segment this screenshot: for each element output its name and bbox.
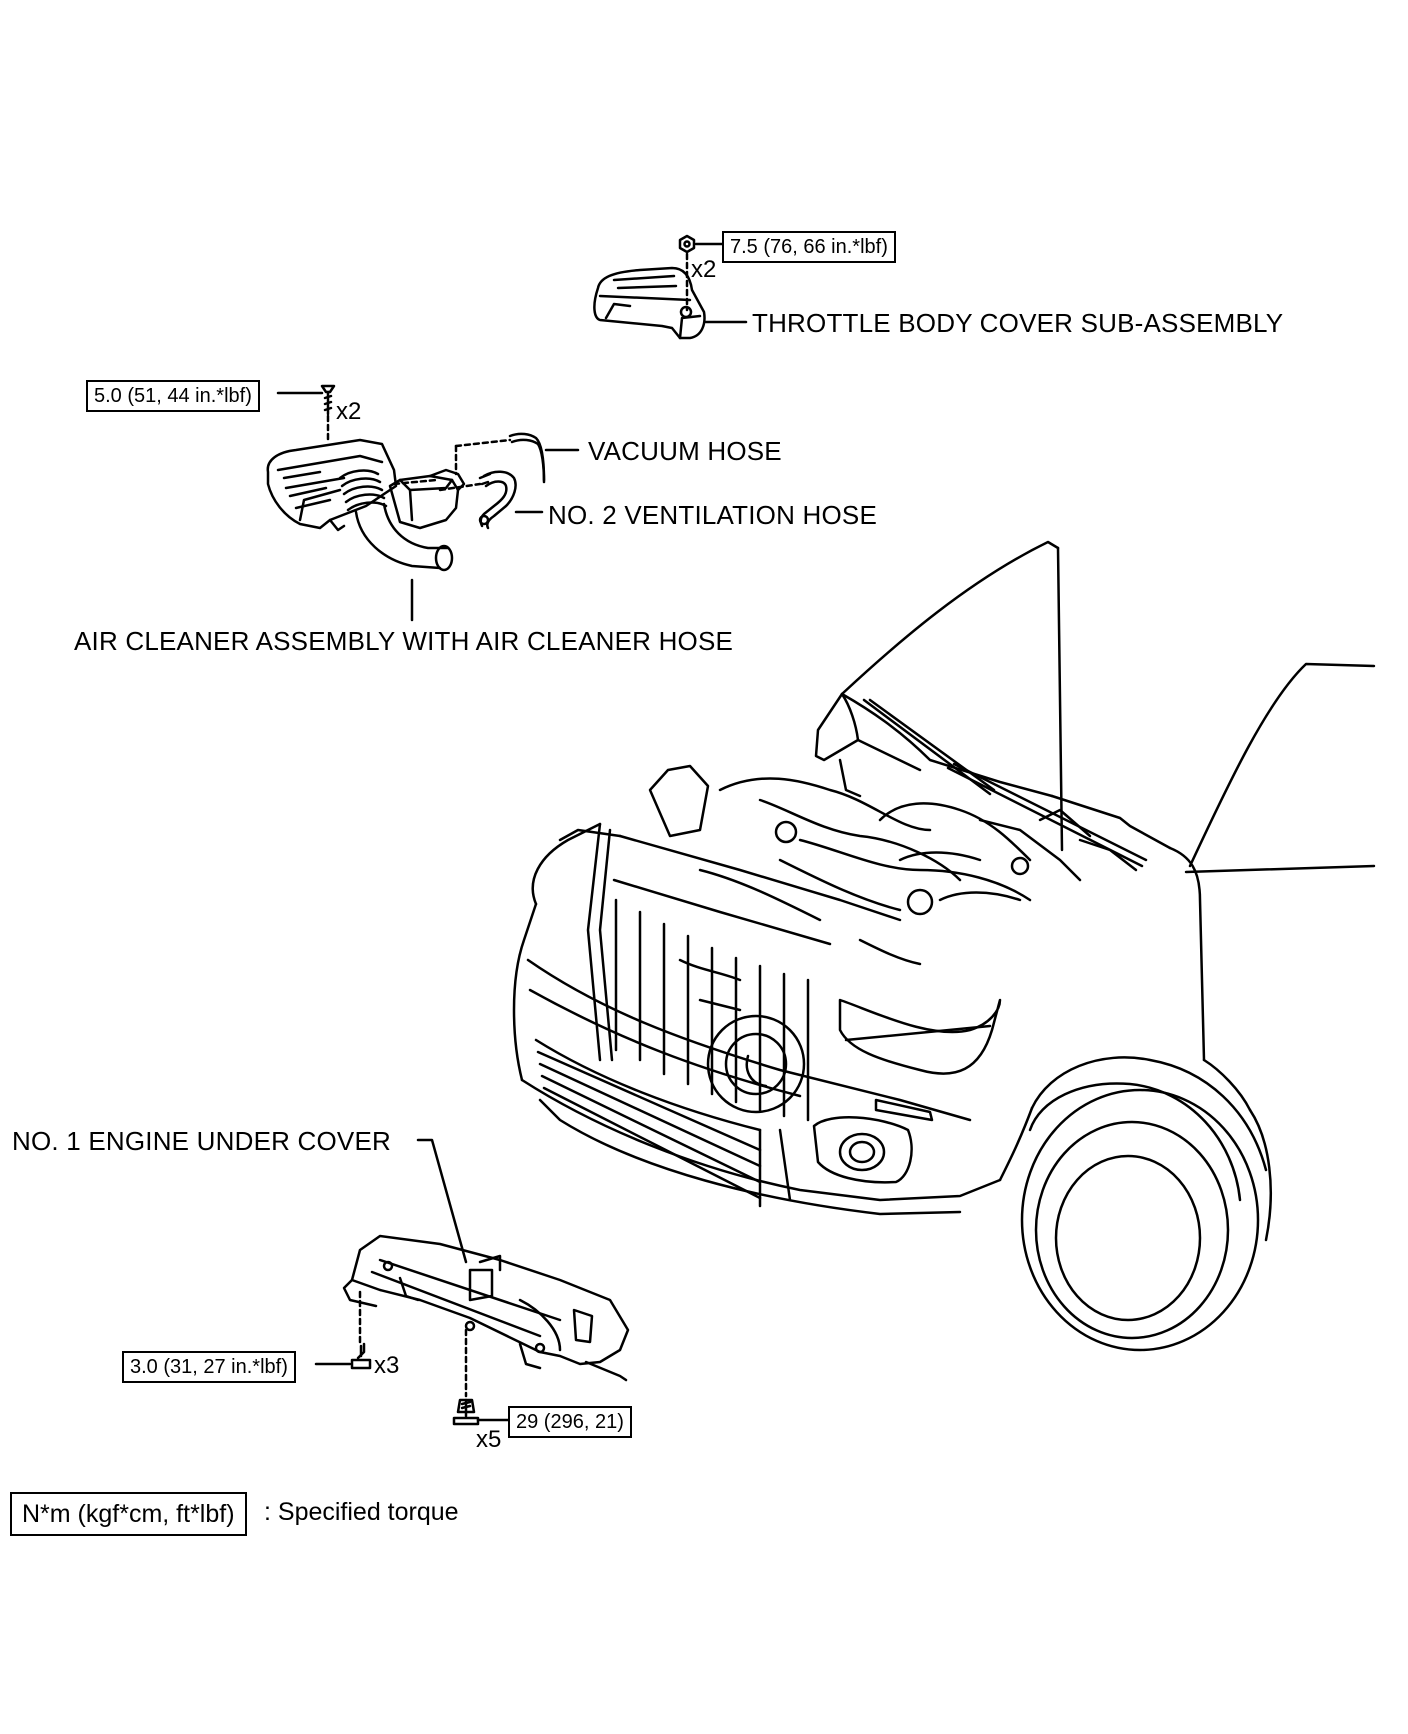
under-cover-screw-torque-box: 3.0 (31, 27 in.*lbf) bbox=[122, 1351, 296, 1383]
ventilation-hose-label: NO. 2 VENTILATION HOSE bbox=[548, 500, 877, 530]
vacuum-hose bbox=[508, 432, 546, 484]
throttle-nut-icon bbox=[678, 234, 696, 254]
legend-text: : Specified torque bbox=[264, 1498, 459, 1526]
throttle-nut-quantity: x2 bbox=[691, 256, 717, 283]
under-cover-bolt-quantity: x5 bbox=[476, 1426, 502, 1453]
under-cover-screw-quantity: x3 bbox=[374, 1352, 400, 1379]
under-cover-leader bbox=[416, 1138, 468, 1264]
air-cleaner-bolt-quantity: x2 bbox=[336, 398, 362, 425]
air-cleaner-label: AIR CLEANER ASSEMBLY WITH AIR CLEANER HO… bbox=[74, 626, 734, 656]
vacuum-dashed-1 bbox=[454, 438, 512, 448]
vacuum-hose-label: VACUUM HOSE bbox=[588, 436, 782, 466]
throttle-nut-torque-box: 7.5 (76, 66 in.*lbf) bbox=[722, 231, 896, 263]
air-cleaner-bolt-torque-box: 5.0 (51, 44 in.*lbf) bbox=[86, 380, 260, 412]
throttle-body-cover bbox=[593, 266, 706, 340]
throttle-cover-label: THROTTLE BODY COVER SUB-ASSEMBLY bbox=[752, 308, 1284, 338]
air-cleaner-bolt-icon bbox=[320, 384, 336, 416]
vent-dashed bbox=[438, 482, 482, 492]
under-cover-screw-icon bbox=[350, 1342, 372, 1370]
air-cleaner-dashed-1 bbox=[392, 478, 438, 486]
under-cover-label: NO. 1 ENGINE UNDER COVER bbox=[12, 1126, 391, 1156]
air-cleaner-assembly bbox=[266, 438, 466, 572]
legend-unit-box: N*m (kgf*cm, ft*lbf) bbox=[10, 1492, 247, 1536]
ventilation-hose bbox=[478, 470, 517, 530]
vehicle-front bbox=[512, 540, 1376, 1352]
under-cover-bolt-icon bbox=[452, 1398, 480, 1426]
under-cover-bolt-torque-box: 29 (296, 21) bbox=[508, 1406, 632, 1438]
engine-under-cover bbox=[342, 1234, 630, 1382]
